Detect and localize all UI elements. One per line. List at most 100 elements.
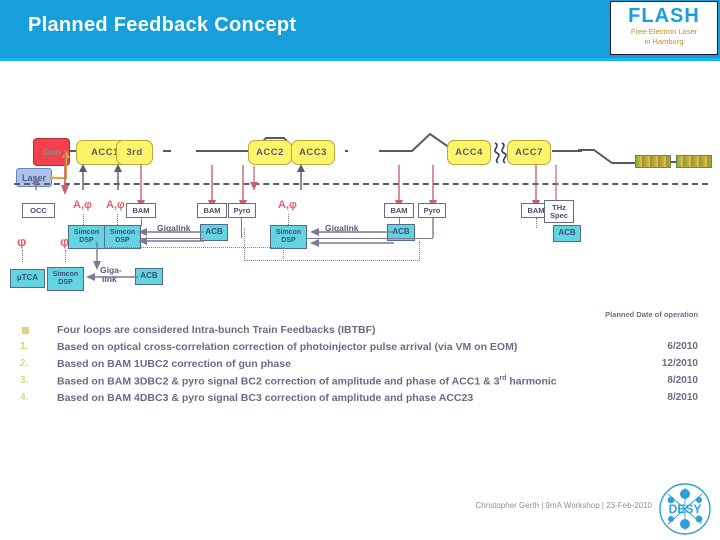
bullet-text-3-post: harmonic [506,375,557,388]
simcon-line-1: Simcon [275,229,302,236]
simcon-line-2: DSP [115,237,130,244]
arrow-acc2-line-up [250,166,258,190]
date-column-header: Planned Date of operation [605,310,698,319]
stem-bam3-acb [399,218,400,226]
flash-logo-word: FLASH [628,5,700,27]
thz-line-1: THz [552,202,566,212]
amp-phase-label-third: A,φ [106,199,125,211]
bullet-date-2: 12/2010 [661,358,698,369]
stem-third [117,214,118,225]
bullet-square-icon [22,327,29,334]
feedback-concept-diagram: Gun ACC1 3rd ACC2 ACC3 ACC4 ACC7 Laser [0,120,720,305]
arrow-simcon-to-acb-down [93,242,101,270]
bullet-number-3: 3. [20,375,29,386]
pyro-box-2: Pyro [418,203,446,218]
beamline-segment [552,150,582,152]
dotted-return-path-1-drop [283,247,284,261]
flash-logo-subtitle-1: Free-Electron Laser [630,27,698,36]
arrow-acc1-correction-up [79,164,87,190]
gigalink-route-2 [310,228,394,247]
gigalink-label-3b: link [102,274,117,284]
bullet-number-2: 2. [20,358,29,369]
acb-box-3: ACB [553,225,581,242]
bullet-row-4: 4. Based on BAM 4DBC3 & pyro signal BC3 … [0,392,720,409]
beamline-segment [196,150,244,152]
pyro-box-1: Pyro [228,203,256,218]
bam-box-1: BAM [126,203,156,218]
flash-logo-subtitle-2: in Hamburg [644,37,684,46]
undulator-segment-1 [635,155,671,168]
stem-utca [22,250,23,262]
bullet-text-3-pre: Based on BAM 3DBC2 & pyro signal BC2 cor… [57,375,500,388]
simcon-dsp-gun: Simcon DSP [47,267,84,291]
page-title: Planned Feedback Concept [28,14,297,36]
bam-box-3: BAM [384,203,414,218]
bullet-row-1: 1. Based on optical cross-correlation co… [0,341,720,358]
bullet-row-intro: Four loops are considered Intra-bunch Tr… [0,324,720,341]
beamline-segment [671,161,676,163]
desy-logo-text: DESY [669,502,702,516]
stem-gun [65,250,66,262]
desy-logo: DESY [659,483,711,535]
phase-label-gun: φ [60,234,70,249]
bullet-number-4: 4. [20,392,29,403]
simcon-line-1: Simcon [52,271,79,278]
arrow-acc23-correction-up [297,164,305,190]
arrow-gun-to-occ [61,150,69,195]
gigalink-route-1 [138,228,204,245]
bullet-intro-text: Four loops are considered Intra-bunch Tr… [57,324,376,336]
gun-module: Gun [33,138,70,166]
pyro1-horizontal-link [141,238,203,239]
dotted-return-path-2 [245,260,420,261]
thz-spectrometer-box: THz Spec [544,200,574,223]
dotted-return-path-2-drop [419,241,420,261]
amp-phase-label-acc1: A,φ [73,199,92,211]
simcon-dsp-acc1: Simcon DSP [68,225,105,249]
stem-bam1-acb [141,218,142,226]
bullet-text-4: Based on BAM 4DBC3 & pyro signal BC3 cor… [57,392,474,404]
bullet-text-1: Based on optical cross-correlation corre… [57,341,518,353]
beamline-break-icon [494,142,507,164]
bullet-list-section: Planned Date of operation Four loops are… [0,310,720,409]
beamline-segment [379,150,403,152]
simcon-line-2: DSP [58,279,73,286]
arrow-third-correction-up [114,164,122,190]
acc4-module: ACC4 [447,140,491,165]
thz-line-2: Spec [550,210,568,220]
stem-bam4-acb [536,218,537,228]
bullet-date-1: 6/2010 [667,341,698,352]
bullet-number-1: 1. [20,341,29,352]
simcon-line-2: DSP [281,237,296,244]
phase-label-utca: φ [17,234,27,249]
pyro2-horizontal-link [307,238,433,239]
bullet-date-3: 8/2010 [667,375,698,386]
acc7-module: ACC7 [507,140,551,165]
dotted-return-path-3 [244,228,245,261]
gigalink-route-3 [86,273,138,281]
bullet-date-4: 8/2010 [667,392,698,403]
laser-to-gun-connector [50,150,70,180]
arrow-utca-up [32,176,40,190]
pyro1-vertical-link [241,218,242,238]
utca-box: µTCA [10,269,45,288]
beamline-dogleg [578,149,636,164]
gigalink-label-3a: Giga- [100,265,122,275]
acb-box-1: ACB [200,224,228,241]
acc2-module: ACC2 [248,140,292,165]
acc3-module: ACC3 [291,140,335,165]
footer-credit: Christopher Gerth | 9mA Workshop | 23-Fe… [475,501,652,510]
bullet-text-3-superscript: rd [499,375,507,382]
occ-box: OCC [22,203,55,218]
bullet-row-3: 3. Based on BAM 3DBC2 & pyro signal BC2 … [0,375,720,392]
simcon-dsp-third: Simcon DSP [104,225,141,249]
gigalink-label-2: Gigalink [325,223,359,233]
simcon-line-1: Simcon [109,229,136,236]
slide-header-bar [0,0,720,58]
simcon-dsp-acc23: Simcon DSP [270,225,307,249]
third-harmonic-module: 3rd [116,140,153,165]
beamline-segment [163,150,171,152]
bullet-text-2: Based on BAM 1UBC2 correction of gun pha… [57,358,291,370]
stem-acc1 [83,214,84,225]
header-accent-line [0,58,720,61]
gigalink-label-1: Gigalink [157,223,191,233]
